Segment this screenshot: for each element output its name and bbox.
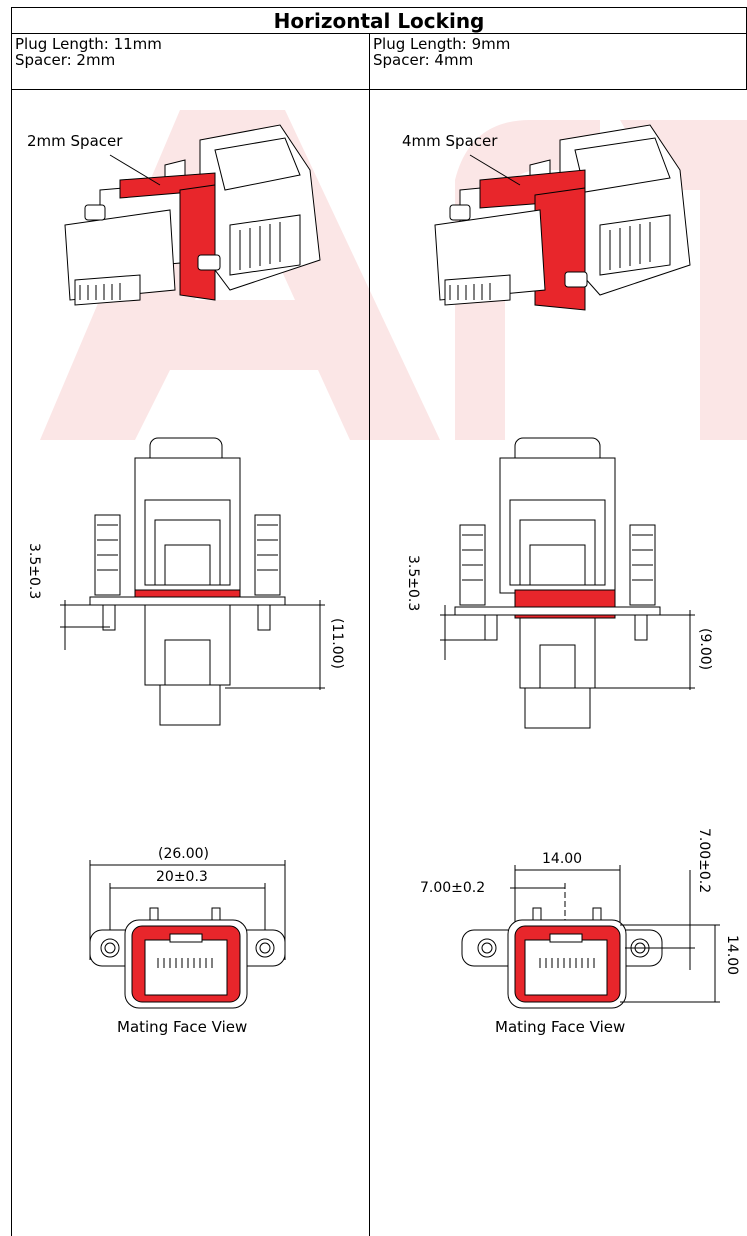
right-plug-length: Plug Length: 9mm bbox=[373, 35, 511, 53]
right-column-header: Plug Length: 9mm Spacer: 4mm bbox=[369, 33, 747, 90]
right-iso-view bbox=[434, 124, 691, 311]
left-spacer-side bbox=[179, 184, 216, 301]
right-face-label: Mating Face View bbox=[495, 1018, 626, 1036]
right-side-view bbox=[440, 437, 695, 729]
left-dim-gap: 3.5±0.3 bbox=[26, 543, 42, 600]
right-dim-width: 14.00 bbox=[542, 851, 583, 867]
left-dim-overall: (26.00) bbox=[158, 846, 210, 862]
left-column-header: Plug Length: 11mm Spacer: 2mm bbox=[11, 33, 370, 90]
right-iso-label: 4mm Spacer bbox=[402, 132, 498, 150]
left-plug-length: Plug Length: 11mm bbox=[15, 35, 162, 53]
right-dim-height: 14.00 bbox=[724, 935, 740, 976]
left-face-label: Mating Face View bbox=[117, 1018, 248, 1036]
column-divider bbox=[369, 90, 370, 1236]
left-spacer: Spacer: 2mm bbox=[15, 51, 116, 69]
left-iso-view bbox=[64, 124, 321, 306]
right-dim-gap: 3.5±0.3 bbox=[405, 555, 421, 612]
table-title: Horizontal Locking bbox=[11, 7, 747, 34]
right-dim-plug: (9.00) bbox=[697, 628, 713, 671]
right-face-view bbox=[461, 865, 720, 1009]
left-side-view bbox=[60, 437, 325, 726]
left-dim-plug: (11.00) bbox=[329, 618, 345, 670]
left-border bbox=[11, 90, 12, 1236]
left-face-view bbox=[89, 860, 286, 1009]
left-iso-label: 2mm Spacer bbox=[27, 132, 123, 150]
right-spacer: Spacer: 4mm bbox=[373, 51, 474, 69]
right-dim-half: 7.00±0.2 bbox=[420, 880, 486, 896]
right-dim-vhalf: 7.00±0.2 bbox=[696, 828, 712, 894]
left-dim-pitch: 20±0.3 bbox=[156, 869, 208, 885]
